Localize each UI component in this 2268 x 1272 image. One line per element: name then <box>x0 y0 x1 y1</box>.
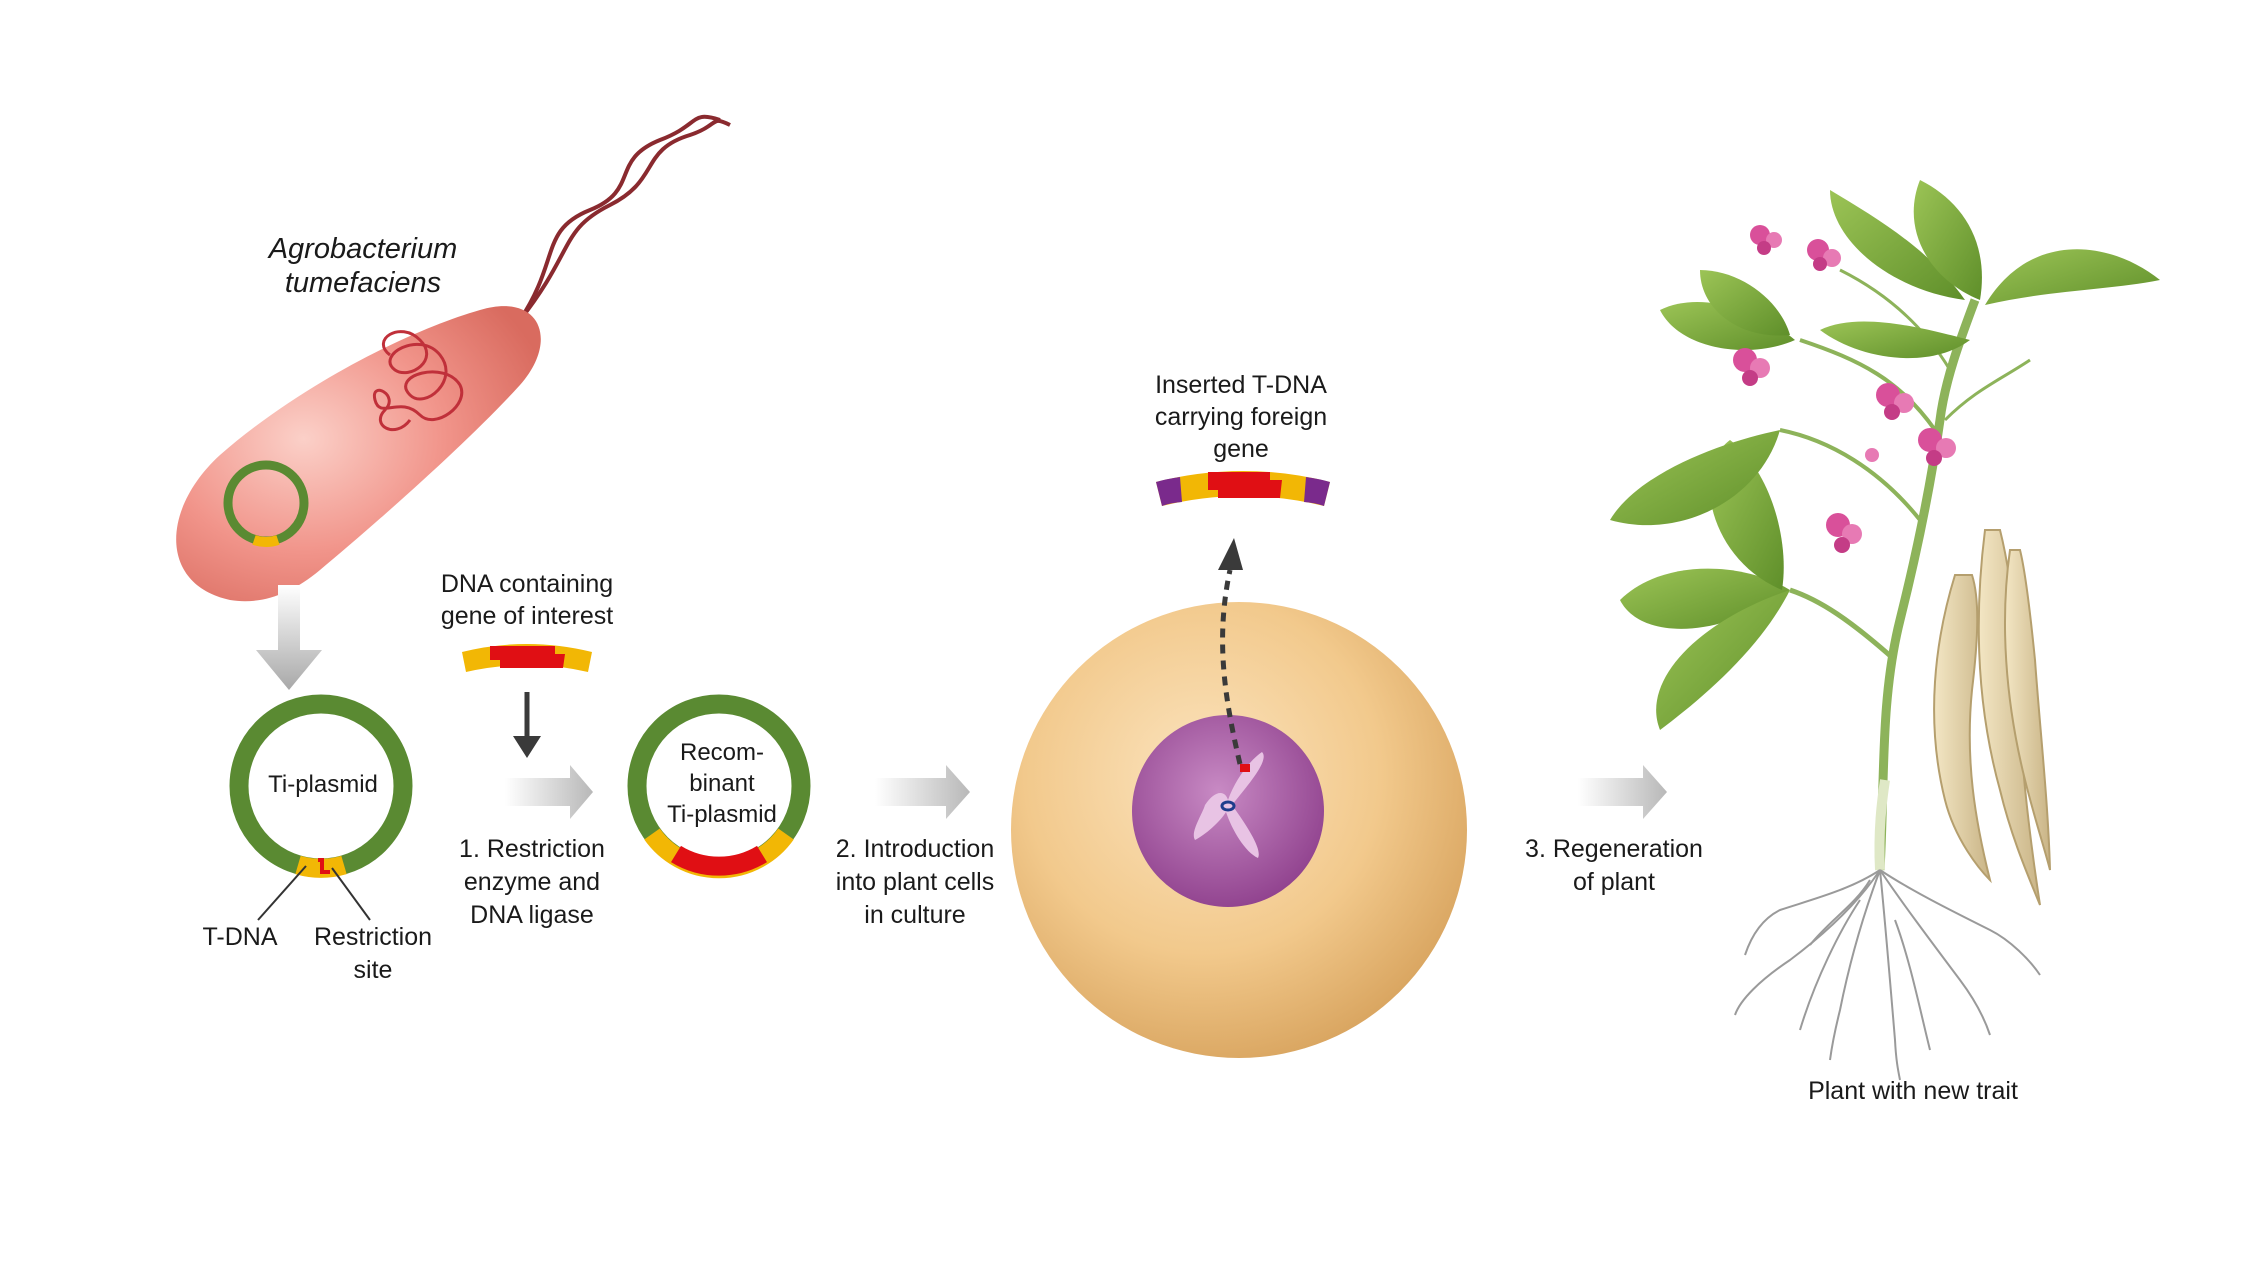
gene-of-interest-label-line2: gene of interest <box>441 602 613 630</box>
agrobacterium-cell <box>176 114 731 602</box>
flower <box>1918 428 1956 466</box>
bean-pod <box>1933 574 1992 884</box>
inserted-tdna-fragment <box>1156 471 1330 506</box>
tdna-label: T-DNA <box>203 923 278 951</box>
organism-name-line2: tumefaciens <box>285 267 441 299</box>
gene-of-interest-label-line1: DNA containing <box>441 570 613 598</box>
recombinant-label-line1: Recom- <box>680 739 764 766</box>
restriction-site-mark <box>318 858 330 874</box>
inserted-label-line3: gene <box>1213 435 1269 463</box>
organism-name-line1: Agrobacterium <box>267 233 458 265</box>
tdna-segment <box>252 535 280 547</box>
step-3-line1: 3. Regeneration <box>1525 835 1703 863</box>
leaf <box>1830 190 1965 300</box>
flower <box>1826 513 1862 553</box>
bean-plant <box>1610 180 2160 1081</box>
restriction-site-label-line1: Restriction <box>314 923 432 951</box>
leaf <box>1656 590 1790 730</box>
leaf <box>1913 180 1982 300</box>
step-2-line2: into plant cells <box>836 868 994 896</box>
flower <box>1876 383 1914 420</box>
flower <box>1807 239 1841 271</box>
step-2-line1: 2. Introduction <box>836 835 994 863</box>
flower <box>1733 348 1770 386</box>
flagellum <box>518 114 721 322</box>
flower <box>1865 448 1879 462</box>
gene-of-interest-fragment <box>462 644 592 672</box>
arrow-down-gene <box>513 692 541 758</box>
plant-roots <box>1734 869 2041 1081</box>
plant-stem <box>1875 298 1980 871</box>
restriction-site-label-line2: site <box>354 956 393 984</box>
step-3-arrow <box>1578 765 1667 819</box>
leaf <box>1610 430 1780 526</box>
recombinant-label-line3: Ti-plasmid <box>667 801 777 828</box>
insertion-arrowhead <box>1218 538 1243 570</box>
ti-plasmid <box>229 694 413 878</box>
inserted-label-line2: carrying foreign <box>1155 403 1327 431</box>
bacterium-body <box>176 306 541 602</box>
ti-plasmid-label: Ti-plasmid <box>268 771 378 798</box>
step-3-line2: of plant <box>1573 868 1655 896</box>
flower <box>1750 225 1782 255</box>
recombinant-label-line2: binant <box>689 770 755 797</box>
step-1-line3: DNA ligase <box>470 901 594 929</box>
arrow-to-ti-plasmid <box>256 585 322 690</box>
step-2-line3: in culture <box>864 901 965 929</box>
leaf <box>1985 249 2160 305</box>
chromosome <box>1193 752 1264 858</box>
restriction-callout-line <box>331 867 371 921</box>
leaf <box>1820 321 1970 359</box>
bacterial-chromosome <box>373 330 464 432</box>
leaf <box>1700 270 1790 336</box>
plant-label: Plant with new trait <box>1808 1077 2018 1105</box>
plant-cell <box>1011 538 1467 1058</box>
step-1-line1: 1. Restriction <box>459 835 605 863</box>
recombinant-ti-plasmid <box>627 694 811 879</box>
step-1-arrow <box>505 765 593 819</box>
flagellum <box>518 118 731 322</box>
inserted-label-line1: Inserted T-DNA <box>1155 371 1327 399</box>
step-1-line2: enzyme and <box>464 868 600 896</box>
bean-pod <box>2004 549 2051 871</box>
leaf <box>1660 301 1795 350</box>
tdna-callout-line <box>257 865 307 921</box>
insertion-path <box>1220 569 1243 765</box>
step-2-arrow <box>875 765 970 819</box>
